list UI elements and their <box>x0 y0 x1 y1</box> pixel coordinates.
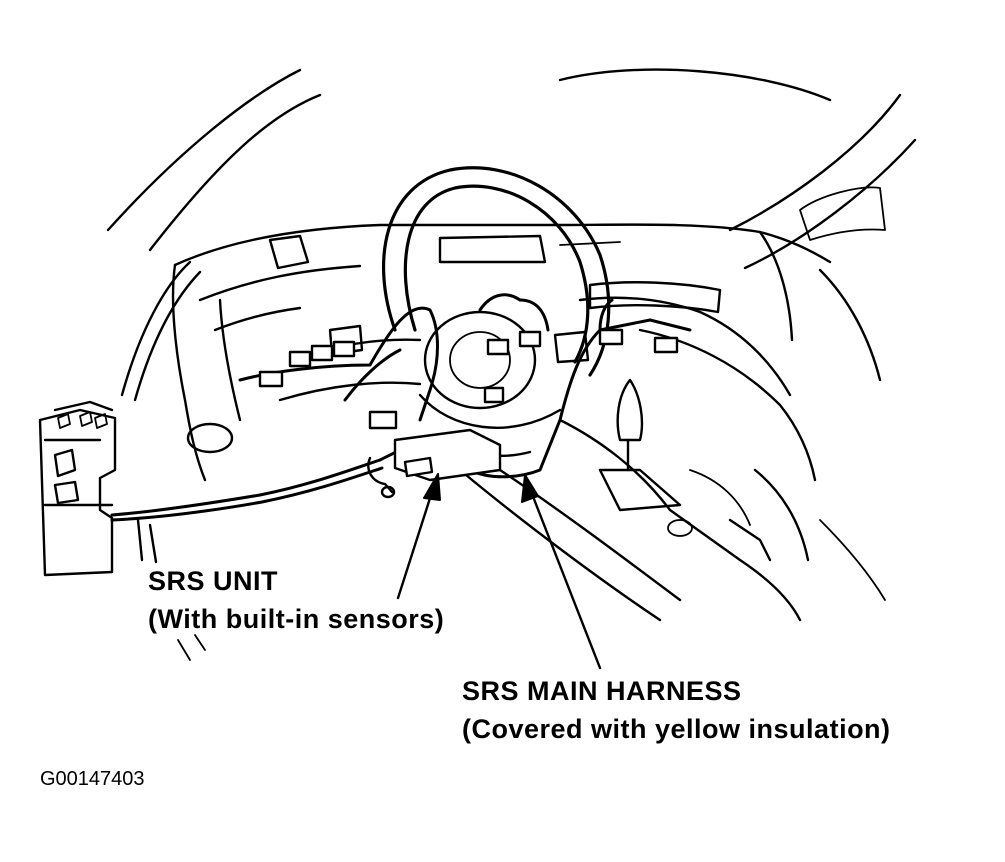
steering-wheel <box>382 166 611 457</box>
srs-unit-subtitle: (With built-in sensors) <box>148 604 445 634</box>
srs-unit-title: SRS UNIT <box>148 566 279 596</box>
srs-main-harness-title: SRS MAIN HARNESS <box>462 676 742 706</box>
leader-arrows <box>396 473 602 670</box>
windshield-right <box>558 68 917 270</box>
srs-unit <box>38 400 117 577</box>
center-console <box>458 378 886 622</box>
dashboard <box>171 223 882 482</box>
sketch-marks <box>177 634 206 661</box>
srs-main-harness-subtitle: (Covered with yellow insulation) <box>462 714 891 744</box>
srs-main-harness <box>110 293 692 522</box>
figure-code: G00147403 <box>40 768 145 790</box>
windshield-pillar <box>106 68 322 564</box>
